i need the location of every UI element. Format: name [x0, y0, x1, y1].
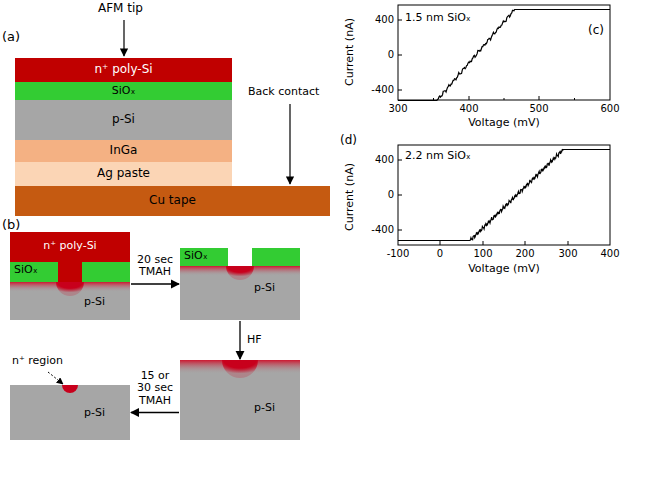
- annotation: (a): [2, 30, 20, 45]
- iv-curve: [398, 10, 610, 101]
- region-label: p-Si: [254, 402, 275, 415]
- panel-graphic: [180, 248, 300, 320]
- layer-name: InGa: [110, 144, 138, 158]
- step-label: 20 sec TMAH: [132, 254, 178, 279]
- material-layer: Cu tape: [15, 186, 330, 216]
- process-arrow: [131, 412, 179, 413]
- step-label: HF: [247, 334, 262, 347]
- axis-title: Voltage (mV): [468, 117, 540, 130]
- tip-arrow: [123, 20, 124, 56]
- region-label: n⁺ region: [12, 355, 63, 368]
- axis-title: Voltage (mV): [468, 263, 540, 276]
- tick-label: 400: [375, 14, 394, 26]
- annotation: 2.2 nm SiOₓ: [405, 150, 471, 163]
- region-label: n⁺ poly-Si: [43, 240, 96, 253]
- annotation: (d): [340, 134, 357, 148]
- material-layer: n⁺ poly-Si: [15, 58, 232, 82]
- tick-label: 600: [600, 103, 619, 115]
- layer-name: SiOₓ: [112, 85, 136, 98]
- tick-label: 400: [375, 154, 394, 166]
- tick-label: 400: [600, 248, 619, 260]
- process-panel: n⁺ poly-SiSiOₓ p-Si: [10, 232, 130, 320]
- process-arrow: [239, 321, 240, 359]
- chart-axes: [398, 145, 610, 245]
- tick-label: 500: [529, 103, 548, 115]
- tick-label: -100: [387, 248, 410, 260]
- tick-label: 300: [388, 103, 407, 115]
- tick-label: -400: [371, 224, 394, 236]
- tick-label: 0: [388, 49, 394, 61]
- layer-name: Cu tape: [149, 194, 196, 208]
- region-label: SiOₓ: [14, 264, 38, 277]
- region-label: p-Si: [84, 296, 105, 309]
- tick-label: 300: [558, 248, 577, 260]
- tick-label: 400: [459, 103, 478, 115]
- region-label: SiOₓ: [184, 250, 208, 263]
- annotation: Back contact: [248, 86, 319, 99]
- annotation: (c): [588, 24, 604, 38]
- tick-label: 0: [388, 189, 394, 201]
- step-label: 15 or 30 sec TMAH: [132, 370, 178, 408]
- tick-label: -400: [371, 84, 394, 96]
- material-layer: p-Si: [15, 100, 232, 140]
- annotation: 1.5 nm SiOₓ: [405, 12, 471, 25]
- iv-curve: [398, 150, 610, 241]
- tick-label: 200: [515, 248, 534, 260]
- axis-title: Current (nA): [344, 163, 357, 231]
- annotation: (b): [2, 218, 20, 233]
- axis-title: Current (nA): [344, 18, 357, 86]
- tick-label: 0: [437, 248, 443, 260]
- material-layer: Ag paste: [15, 162, 232, 186]
- layer-name: Ag paste: [97, 167, 150, 181]
- annotation: AFM tip: [98, 2, 143, 16]
- layer-name: p-Si: [112, 113, 135, 127]
- panel-graphic: [180, 360, 300, 440]
- tick-label: 100: [473, 248, 492, 260]
- process-panel: p-Si: [180, 360, 300, 440]
- process-arrow: [131, 283, 179, 284]
- chart-axes: [398, 5, 610, 100]
- panel-graphic: [10, 232, 130, 320]
- material-layer: InGa: [15, 140, 232, 162]
- material-layer: SiOₓ: [15, 82, 232, 100]
- contact-arrow: [289, 104, 290, 184]
- process-panel: SiOₓ p-Si: [180, 248, 300, 320]
- region-label: p-Si: [84, 407, 105, 420]
- region-label: p-Si: [254, 282, 275, 295]
- process-panel: n⁺ regionp-Si: [10, 385, 130, 440]
- layer-name: n⁺ poly-Si: [94, 63, 152, 77]
- panel-graphic: [10, 372, 130, 440]
